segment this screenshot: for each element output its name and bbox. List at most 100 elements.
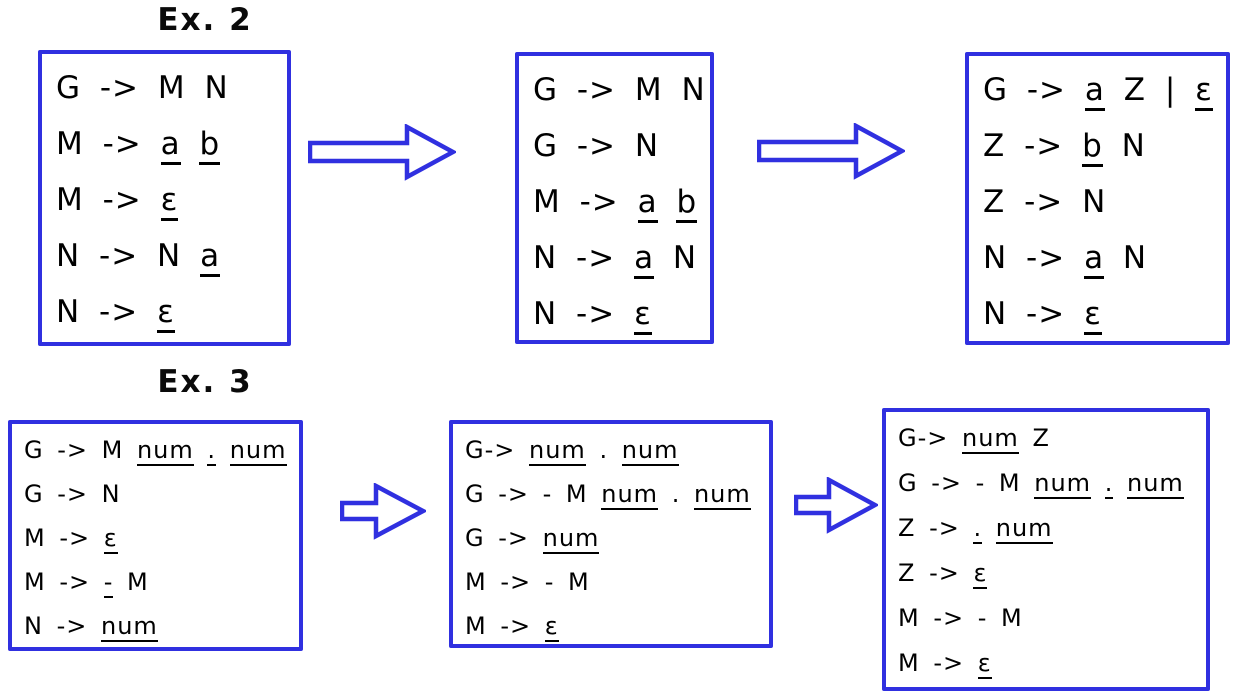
grammar-rule: N -> ε [983, 286, 1220, 342]
rule-text: G-> [898, 424, 962, 452]
transform-arrow-icon [757, 123, 905, 181]
rule-text: G -> M N [533, 72, 706, 108]
transform-arrow-icon [794, 477, 878, 535]
terminal-token: b [199, 126, 221, 165]
grammar-rule: G -> M num . num [24, 428, 295, 472]
terminal-token: ε [544, 612, 559, 642]
grammar-rule: M -> a b [533, 174, 704, 230]
rule-text [1113, 469, 1127, 497]
rule-text: G -> M [24, 436, 137, 464]
grammar-rule: G -> - M num . num [465, 472, 765, 516]
rule-text: N [1102, 128, 1146, 164]
terminal-token: num [136, 436, 194, 466]
grammar-rule: N -> a N [533, 230, 704, 286]
rule-text: G -> - M [898, 469, 1035, 497]
grammar-rule: G -> N [533, 118, 704, 174]
terminal-token: . [973, 514, 983, 544]
rule-text: N -> N [56, 238, 201, 274]
terminal-token: ε [160, 182, 179, 221]
grammar-rule: Z -> b N [983, 118, 1220, 174]
terminal-token: num [1126, 469, 1184, 499]
rule-text: M -> - M [898, 604, 1023, 632]
rule-text: Z -> [898, 559, 974, 587]
rule-text: G -> M N [56, 70, 229, 106]
rule-text: N -> [56, 294, 158, 330]
rule-text: M [113, 568, 149, 596]
transform-arrow-icon [308, 124, 456, 182]
rule-text [181, 126, 200, 162]
grammar-rule: N -> N a [56, 228, 281, 284]
rule-text: N -> [533, 296, 635, 332]
rule-text [216, 436, 230, 464]
grammar-rule: M -> - M [898, 596, 1202, 641]
rule-text [982, 514, 996, 542]
rule-text: M -> [24, 568, 104, 596]
grammar-rule: N -> ε [56, 284, 281, 340]
terminal-token: num [100, 612, 158, 642]
rule-text: Z [1018, 424, 1050, 452]
rule-text: G-> [465, 436, 529, 464]
grammar-rule: M -> ε [56, 172, 281, 228]
rule-text: M -> [56, 126, 161, 162]
grammar-rule: M -> a b [56, 116, 281, 172]
transform-arrow-icon [340, 483, 426, 541]
terminal-token: num [693, 480, 751, 510]
terminal-token: ε [103, 524, 118, 554]
grammar-rule: M -> ε [465, 604, 765, 648]
rule-text: N -> [533, 240, 635, 276]
rule-text [1091, 469, 1105, 497]
grammar-rule: Z -> N [983, 174, 1220, 230]
terminal-token: a [1084, 240, 1105, 279]
grammar-rule: G-> num . num [465, 428, 765, 472]
grammar-rule: M -> ε [898, 641, 1202, 686]
terminal-token: . [1104, 469, 1114, 499]
terminal-token: a [160, 126, 181, 165]
rule-text: M -> - M [465, 568, 590, 596]
rule-text: G -> N [24, 480, 121, 508]
grammar-rule: G -> a Z | ε [983, 62, 1220, 118]
rule-text: . [658, 480, 694, 508]
grammar-rule: N -> ε [533, 286, 704, 342]
terminal-token: num [1034, 469, 1092, 499]
grammar-rule: G-> num Z [898, 416, 1202, 461]
grammar-rule: G -> M N [56, 60, 281, 116]
terminal-token: num [995, 514, 1053, 544]
terminal-token: num [542, 524, 600, 554]
rule-text: M -> [898, 649, 978, 677]
example-3-title: Ex. 3 [157, 364, 253, 400]
terminal-token: ε [1195, 72, 1213, 111]
grammar-rule: G -> M N [533, 62, 706, 118]
rule-text: Z | [1104, 72, 1196, 108]
terminal-token: a [1084, 72, 1105, 111]
rule-text: N [654, 240, 698, 276]
grammar-rule: G -> num [465, 516, 765, 560]
rule-text: N -> [24, 612, 101, 640]
rule-text: M -> [465, 612, 545, 640]
terminal-token: a [637, 184, 658, 223]
rule-text: Z -> N [983, 184, 1107, 220]
terminal-token: a [200, 238, 221, 277]
example-2-title: Ex. 2 [157, 2, 253, 38]
terminal-token: . [207, 436, 217, 466]
rule-text: G -> N [533, 128, 660, 164]
terminal-token: ε [973, 559, 988, 589]
grammar-rule: G -> - M num . num [898, 461, 1202, 506]
grammar-rule: Z -> . num [898, 506, 1202, 551]
terminal-token: b [1082, 128, 1103, 167]
terminal-token: a [634, 240, 655, 279]
terminal-token: ε [1084, 296, 1102, 335]
rule-text: . [585, 436, 622, 464]
terminal-token: num [621, 436, 679, 466]
grammar-rule: Z -> ε [898, 551, 1202, 596]
grammar-rule: N -> a N [983, 230, 1220, 286]
terminal-token: ε [157, 294, 175, 333]
grammar-rule: N -> num [24, 604, 295, 648]
terminal-token: ε [634, 296, 652, 335]
rule-text: G -> - M [465, 480, 602, 508]
rule-text: N [1104, 240, 1148, 276]
